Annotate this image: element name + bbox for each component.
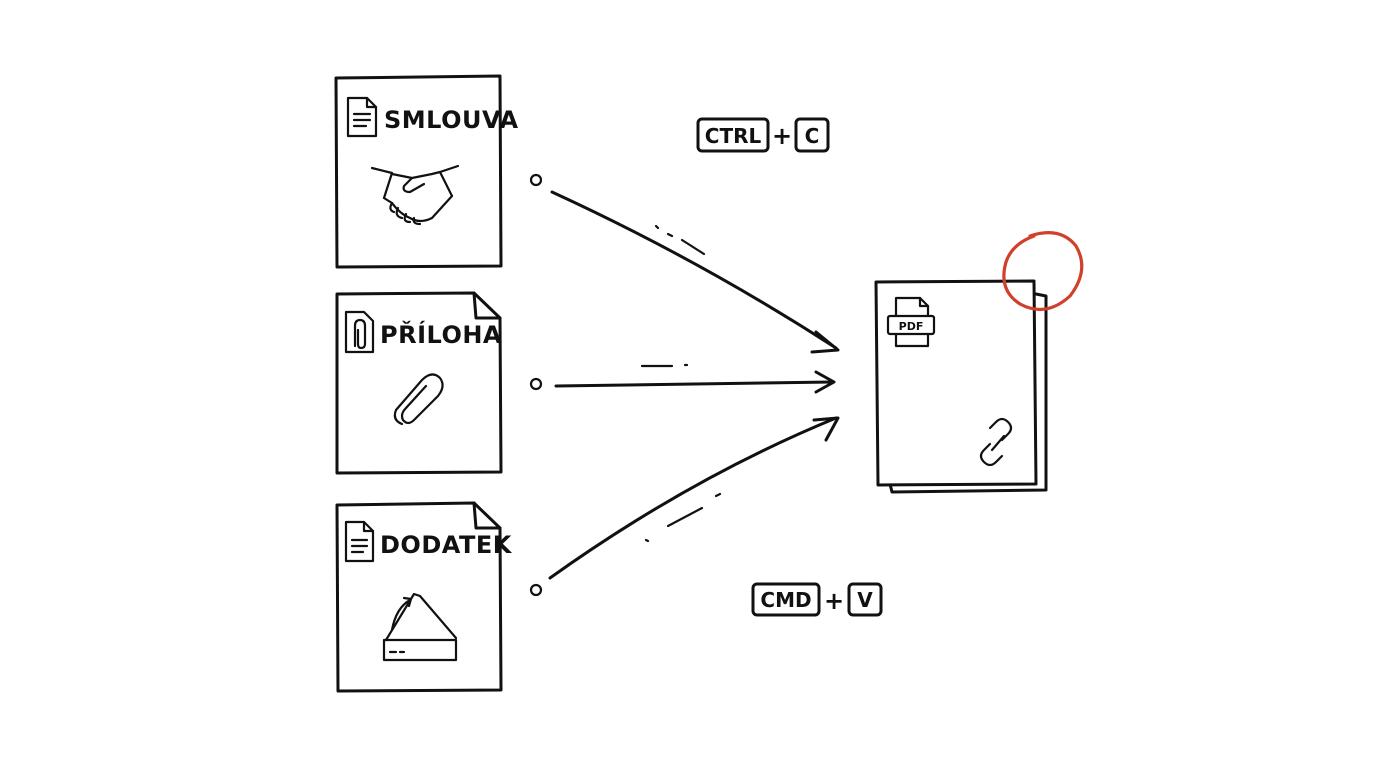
highlight-circle [1002, 231, 1084, 312]
document-card-dodatek: DODATEK [335, 501, 513, 693]
document-card-smlouva: SMLOUVA [334, 74, 519, 269]
key-cmd [751, 582, 821, 617]
document-icon [344, 520, 375, 563]
paperclip-doc-icon [344, 310, 375, 354]
document-title-smlouva: SMLOUVA [384, 106, 519, 134]
key-c [794, 117, 830, 153]
shortcut-paste: CMD + V [751, 582, 883, 617]
paperclip-icon [393, 373, 444, 426]
pdf-badge-label: PDF [899, 320, 924, 333]
arrow-dodatek-to-pdf [529, 416, 840, 597]
key-cmd-label: CMD [760, 588, 811, 612]
plus-sign: + [824, 587, 844, 615]
document-icon [346, 96, 378, 138]
arrow-priloha-to-pdf [529, 363, 836, 394]
arrow-smlouva-to-pdf [529, 173, 840, 354]
shortcut-copy: CTRL + C [696, 117, 830, 153]
key-c-label: C [805, 124, 820, 148]
pdf-file-icon: PDF [886, 296, 936, 348]
key-v [847, 582, 883, 617]
scanner-icon [382, 592, 458, 662]
key-ctrl-label: CTRL [705, 124, 762, 148]
handshake-icon [370, 164, 460, 226]
plus-sign: + [772, 122, 792, 150]
key-ctrl [696, 117, 770, 153]
document-title-dodatek: DODATEK [380, 531, 513, 559]
document-card-priloha: PŘÍLOHA [335, 291, 503, 475]
link-icon [979, 417, 1013, 467]
key-v-label: V [857, 588, 873, 612]
document-title-priloha: PŘÍLOHA [380, 320, 502, 349]
merged-pdf-document: PDF [874, 279, 1048, 494]
